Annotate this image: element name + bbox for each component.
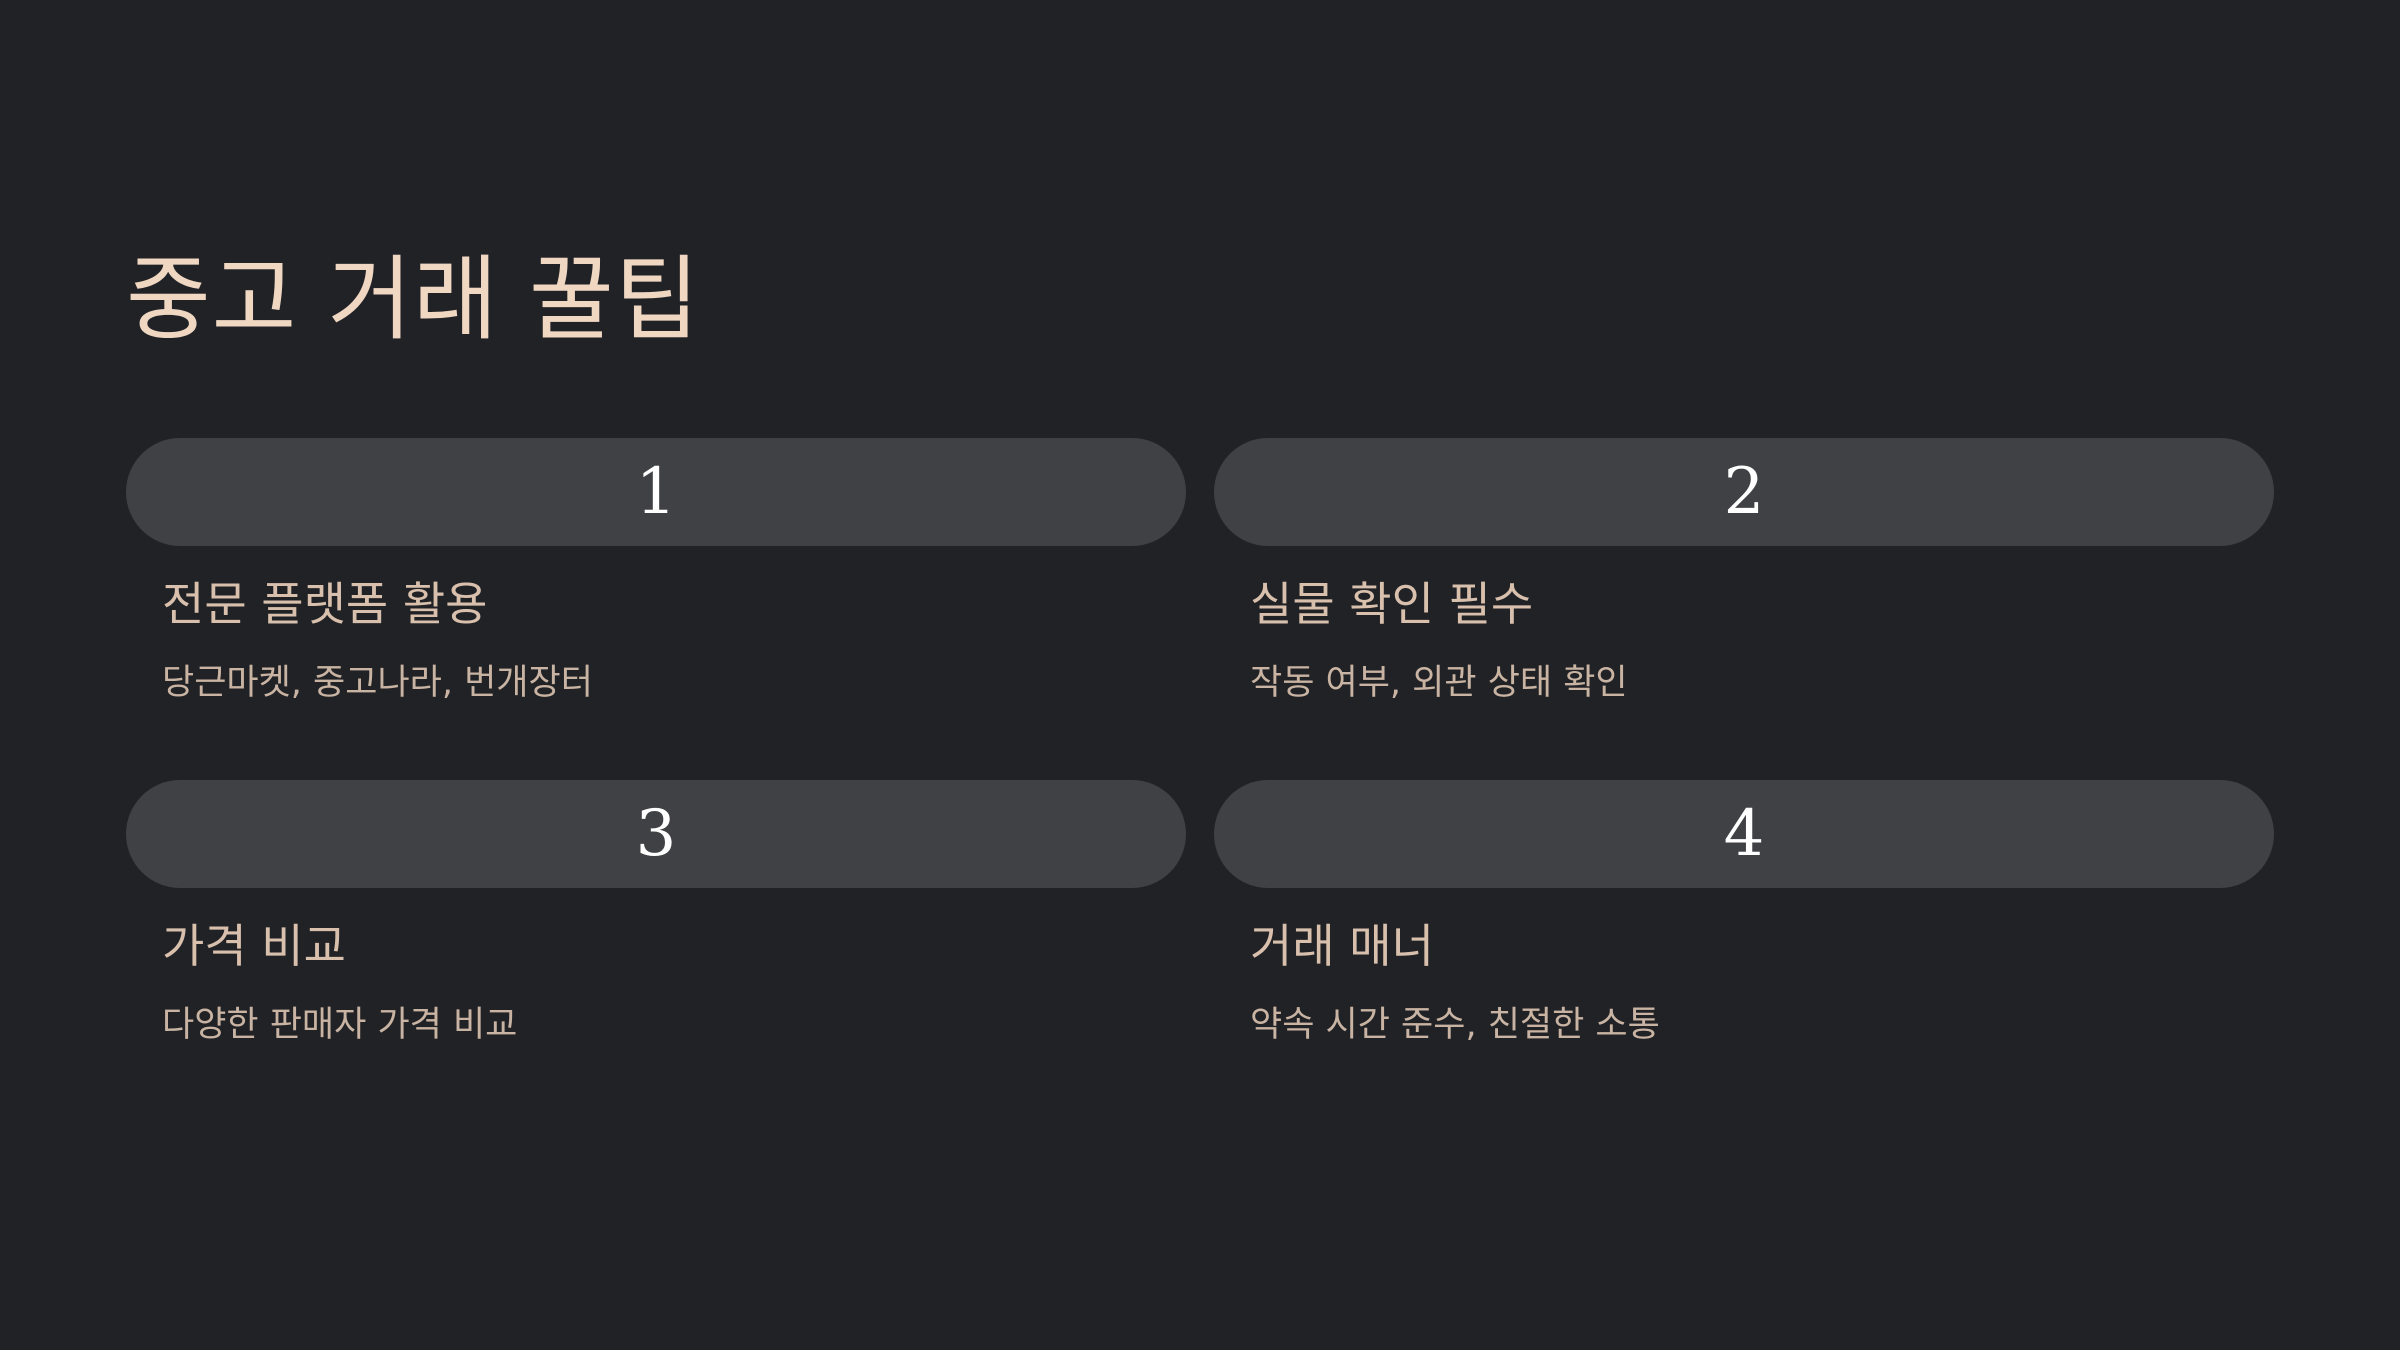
- tip-number: 2: [1723, 455, 1765, 529]
- tip-description: 약속 시간 준수, 친절한 소통: [1250, 1005, 1660, 1045]
- tip-number-pill: 2: [1214, 438, 2274, 546]
- tip-number-pill: 4: [1214, 780, 2274, 888]
- tip-card-1: 1 전문 플랫폼 활용 당근마켓, 중고나라, 번개장터: [126, 438, 1186, 758]
- tip-number: 4: [1723, 797, 1765, 871]
- tip-description: 당근마켓, 중고나라, 번개장터: [162, 663, 593, 703]
- tip-heading: 가격 비교: [162, 919, 346, 973]
- tip-card-4: 4 거래 매너 약속 시간 준수, 친절한 소통: [1214, 780, 2274, 1100]
- tip-description: 작동 여부, 외관 상태 확인: [1250, 663, 1628, 703]
- tip-heading: 거래 매너: [1250, 919, 1434, 973]
- tip-description: 다양한 판매자 가격 비교: [162, 1005, 518, 1045]
- tip-number: 1: [635, 455, 677, 529]
- tip-number-pill: 3: [126, 780, 1186, 888]
- tip-number: 3: [635, 797, 677, 871]
- tip-card-2: 2 실물 확인 필수 작동 여부, 외관 상태 확인: [1214, 438, 2274, 758]
- tip-heading: 실물 확인 필수: [1250, 577, 1534, 631]
- tips-grid: 1 전문 플랫폼 활용 당근마켓, 중고나라, 번개장터 2 실물 확인 필수 …: [126, 438, 2274, 1098]
- tip-heading: 전문 플랫폼 활용: [162, 577, 488, 631]
- tip-number-pill: 1: [126, 438, 1186, 546]
- slide-title: 중고 거래 꿀팁: [126, 246, 701, 353]
- tip-card-3: 3 가격 비교 다양한 판매자 가격 비교: [126, 780, 1186, 1100]
